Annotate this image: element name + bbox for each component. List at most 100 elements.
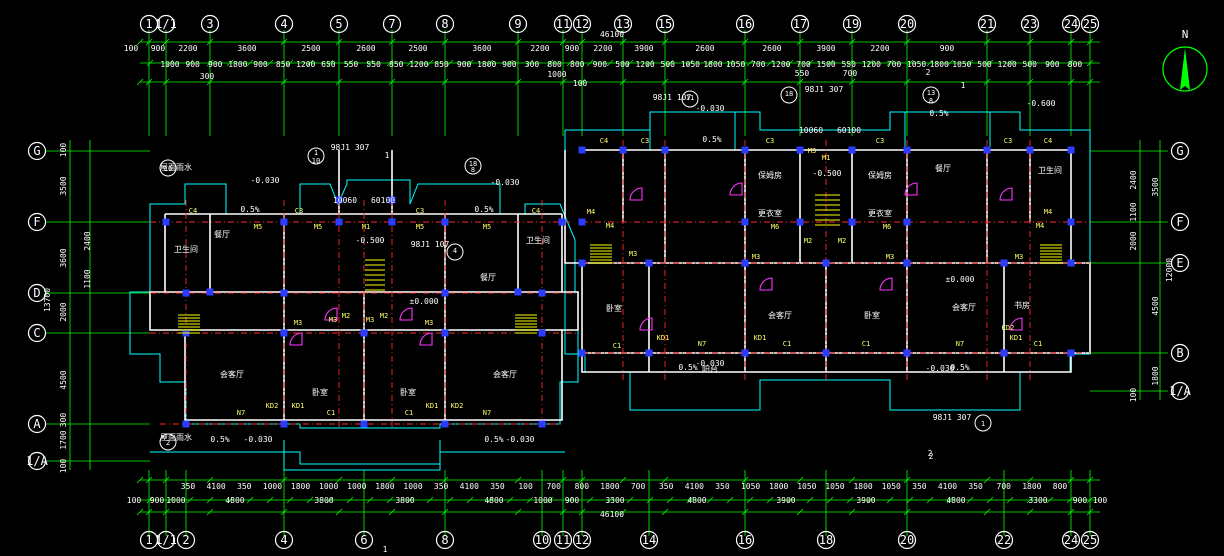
dim-bottom-row1-3: 1000: [263, 482, 282, 491]
dim-bottom-row2-13: 4800: [946, 496, 965, 505]
axis-bubble-top-3: 3: [200, 14, 220, 34]
dim-top-row2-29: 1500: [816, 60, 835, 69]
axis-bubble-top-17-label: 17: [793, 17, 807, 31]
opening-tag-29: M2: [838, 237, 846, 245]
dim-left-4: 1100: [83, 269, 92, 288]
axis-bubble-top-25-label: 25: [1083, 17, 1097, 31]
opening-tag-38: C1: [327, 409, 335, 417]
dim-top-row1-0: 100: [124, 44, 139, 53]
annotation-10: -0.030: [506, 435, 535, 444]
annotation-5: ±0.000: [410, 297, 439, 306]
total-dimension-bottom: 46100: [600, 510, 624, 519]
detail-number-5: 11: [686, 94, 694, 102]
axis-bubble-bottom-10-label: 10: [535, 533, 549, 547]
axis-bubble-bottom-6-label: 6: [360, 533, 367, 547]
dim-bottom-row1-13: 700: [546, 482, 561, 491]
opening-tag-21: M3: [752, 253, 760, 261]
room-label-12: 餐厅: [935, 164, 951, 173]
annotation-15: -0.500: [813, 169, 842, 178]
dim-top-row2-19: 900: [593, 60, 608, 69]
axis-bubble-right-E: E: [1170, 253, 1190, 273]
opening-tag-52: M3: [808, 147, 816, 155]
annotation-26: 2: [926, 68, 931, 77]
room-label-15: 卧室: [606, 303, 622, 313]
axis-bubble-bottom-1/1: 1/1: [155, 530, 177, 550]
axis-bubble-top-11-label: 11: [556, 17, 570, 31]
dim-top-row2-21: 1200: [635, 60, 654, 69]
axis-bubble-bottom-6: 6: [354, 530, 374, 550]
axis-bubble-bottom-11: 11: [553, 530, 573, 550]
axis-bubble-bottom-25-label: 25: [1083, 533, 1097, 547]
annotation-16: -0.600: [1027, 99, 1056, 108]
opening-tag-37: N7: [956, 340, 964, 348]
axis-bubble-top-1-label: 1: [145, 17, 152, 31]
dim-top-row1-2: 2200: [178, 44, 197, 53]
axis-bubble-left-F-label: F: [33, 215, 40, 229]
room-label-2: 会客厅: [220, 369, 244, 379]
opening-tag-16: M4: [606, 222, 614, 230]
dim-top-row2-18: 800: [570, 60, 585, 69]
dim-left-2: 3600: [59, 248, 68, 267]
annotation-0: 98J1 107: [653, 93, 692, 102]
dim-top-row2-25: 1050: [726, 60, 745, 69]
dim-top-row2-11: 1200: [409, 60, 428, 69]
axis-bubble-top-7: 7: [382, 14, 402, 34]
room-label-8: 保姆房: [758, 170, 782, 180]
axis-bubble-top-21-label: 21: [980, 17, 994, 31]
dim-top-extra-1: 1000: [547, 70, 566, 79]
opening-tag-3: C4: [532, 207, 540, 215]
opening-tag-7: C3: [876, 137, 884, 145]
annotation-34: 60100: [837, 126, 861, 135]
dim-bottom-row1-20: 1050: [741, 482, 760, 491]
opening-tag-17: M4: [1036, 222, 1044, 230]
dim-top-row2-2: 900: [208, 60, 223, 69]
dim-top-row2-4: 900: [253, 60, 268, 69]
annotation-19: 0.5%: [702, 135, 721, 144]
axis-bubble-top-24: 24: [1061, 14, 1081, 34]
dim-top-row1-15: 2200: [870, 44, 889, 53]
opening-tag-11: M5: [314, 223, 322, 231]
axis-bubble-bottom-24: 24: [1061, 530, 1081, 550]
dim-bottom-row2-4: 3800: [314, 496, 333, 505]
axis-bubble-top-9: 9: [508, 14, 528, 34]
opening-tag-41: C1: [783, 340, 791, 348]
dim-top-row1-5: 2600: [356, 44, 375, 53]
axis-bubble-bottom-10: 10: [532, 530, 552, 550]
dim-bottom-row1-14: 800: [575, 482, 590, 491]
opening-tag-46: KD1: [657, 334, 670, 342]
dim-top-row2-34: 1800: [930, 60, 949, 69]
room-label-14: 会客厅: [952, 302, 976, 312]
opening-tag-25: M3: [366, 316, 374, 324]
room-label-19: 阳台: [702, 364, 718, 374]
dim-left-6: 4500: [59, 370, 68, 389]
dim-top-row2-26: 700: [751, 60, 766, 69]
opening-tag-15: M4: [1044, 208, 1052, 216]
dim-right-2: 1100: [1129, 202, 1138, 221]
dim-bottom-row1-19: 350: [715, 482, 730, 491]
opening-tag-12: M5: [416, 223, 424, 231]
dim-top-row2-28: 700: [796, 60, 811, 69]
room-label-11: 更衣室: [868, 208, 892, 218]
opening-tag-40: C1: [613, 342, 621, 350]
axis-bubble-top-13: 13: [613, 14, 633, 34]
dim-bottom-row1-5: 1000: [319, 482, 338, 491]
axis-bubble-right-B-label: B: [1176, 346, 1183, 360]
detail-number-6: 18: [785, 90, 793, 98]
dim-right-1: 3500: [1151, 177, 1160, 196]
annotation-24: 0.5%: [950, 363, 969, 372]
dim-bottom-row1-12: 100: [518, 482, 533, 491]
dim-right-5: 4500: [1151, 296, 1160, 315]
axis-bubble-top-21: 21: [977, 14, 997, 34]
axis-bubble-bottom-12: 12: [572, 530, 592, 550]
dim-top-row2-20: 500: [615, 60, 630, 69]
dim-top-row2-40: 800: [1068, 60, 1083, 69]
dim-bottom-row1-10: 4100: [460, 482, 479, 491]
dim-bottom-row2-16: 100: [1093, 496, 1108, 505]
opening-tag-44: KD1: [292, 402, 305, 410]
dim-bottom-row1-18: 4100: [685, 482, 704, 491]
axis-bubble-bottom-8-label: 8: [441, 533, 448, 547]
axis-bubble-bottom-22-label: 22: [997, 533, 1011, 547]
dim-top-row1-14: 3900: [816, 44, 835, 53]
axis-bubble-top-8: 8: [435, 14, 455, 34]
